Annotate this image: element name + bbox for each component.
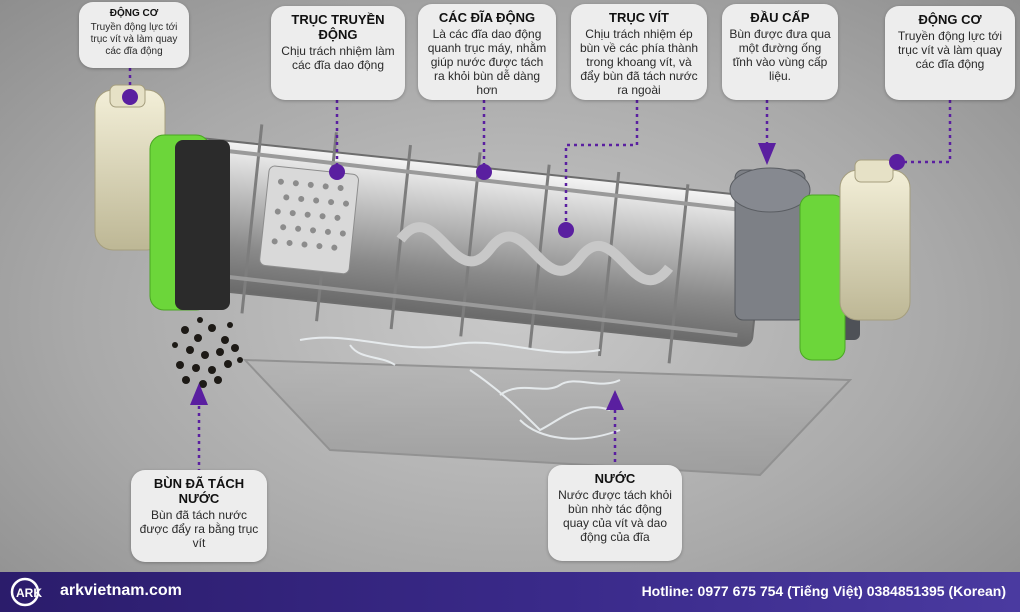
diagram-stage: ĐỘNG CƠ Truyền động lực tới trục vít và … [0, 0, 1020, 572]
arrow-up-icon [190, 383, 208, 405]
callout-desc: Nước được tách khỏi bùn nhờ tác động qua… [558, 488, 672, 544]
sludge-particles [172, 317, 243, 388]
ark-logo-icon: ARK [10, 577, 42, 607]
callout-desc: Bùn được đưa qua một đường ống tĩnh vào … [729, 27, 831, 83]
dot-marker-icon [122, 89, 138, 105]
callout-title: NƯỚC [594, 471, 636, 486]
callout-title: CÁC ĐĨA ĐỘNG [438, 10, 536, 25]
dot-marker-icon [476, 164, 492, 180]
arrow-down-icon [758, 143, 776, 165]
callout-title: ĐỘNG CƠ [918, 12, 982, 27]
dot-marker-icon [558, 222, 574, 238]
callout-desc: Là các đĩa dao động quanh trục máy, nhằm… [427, 27, 547, 97]
dot-marker-icon [329, 164, 345, 180]
right-motor-assembly [799, 159, 911, 361]
callout-connectors [128, 68, 952, 470]
svg-text:ARK: ARK [16, 586, 42, 600]
callout-dewatered-sludge: BÙN ĐÃ TÁCH NƯỚC Bùn đã tách nước được đ… [131, 470, 267, 562]
callout-title: TRỤC TRUYỀN ĐỘNG [291, 12, 385, 42]
hotline-text: Hotline: 0977 675 754 (Tiếng Việt) 03848… [641, 583, 1006, 599]
screw-drum [174, 124, 767, 364]
dot-marker-icon [889, 154, 905, 170]
callout-desc: Chịu trách nhiệm ép bùn về các phía thàn… [579, 27, 699, 97]
dewatering-machine-illustration [94, 68, 952, 477]
callout-desc: Truyền động lực tới trục vít và làm quay… [897, 29, 1003, 71]
water-splash [299, 336, 621, 440]
left-motor-assembly [94, 84, 230, 311]
footer-bar: ARK arkvietnam.com Hotline: 0977 675 754… [0, 572, 1020, 612]
callout-title: TRỤC VÍT [609, 10, 669, 25]
collection-tray [242, 358, 853, 477]
callout-motor-right: ĐỘNG CƠ Truyền động lực tới trục vít và … [885, 6, 1015, 100]
arrow-up-icon [606, 390, 624, 410]
callout-drive-shaft: TRỤC TRUYỀN ĐỘNG Chịu trách nhiệm làm cá… [271, 6, 405, 100]
callout-desc: Chịu trách nhiệm làm các đĩa dao động [281, 44, 395, 72]
callout-screw-shaft: TRỤC VÍT Chịu trách nhiệm ép bùn về các … [571, 4, 707, 100]
callout-feed-head: ĐẦU CẤP Bùn được đưa qua một đường ống t… [722, 4, 838, 100]
callout-title: ĐỘNG CƠ [109, 8, 159, 19]
callout-desc: Truyền động lực tới trục vít và làm quay… [90, 22, 178, 57]
callout-moving-discs: CÁC ĐĨA ĐỘNG Là các đĩa dao động quanh t… [418, 4, 556, 100]
dot-markers [122, 89, 905, 238]
callout-motor-left: ĐỘNG CƠ Truyền động lực tới trục vít và … [79, 2, 189, 68]
callout-title: BÙN ĐÃ TÁCH NƯỚC [153, 476, 245, 506]
brand-link[interactable]: arkvietnam.com [60, 582, 182, 599]
callout-water: NƯỚC Nước được tách khỏi bùn nhờ tác độn… [548, 465, 682, 561]
callout-title: ĐẦU CẤP [750, 10, 810, 25]
callout-desc: Bùn đã tách nước được đẩy ra bằng trục v… [139, 508, 259, 550]
